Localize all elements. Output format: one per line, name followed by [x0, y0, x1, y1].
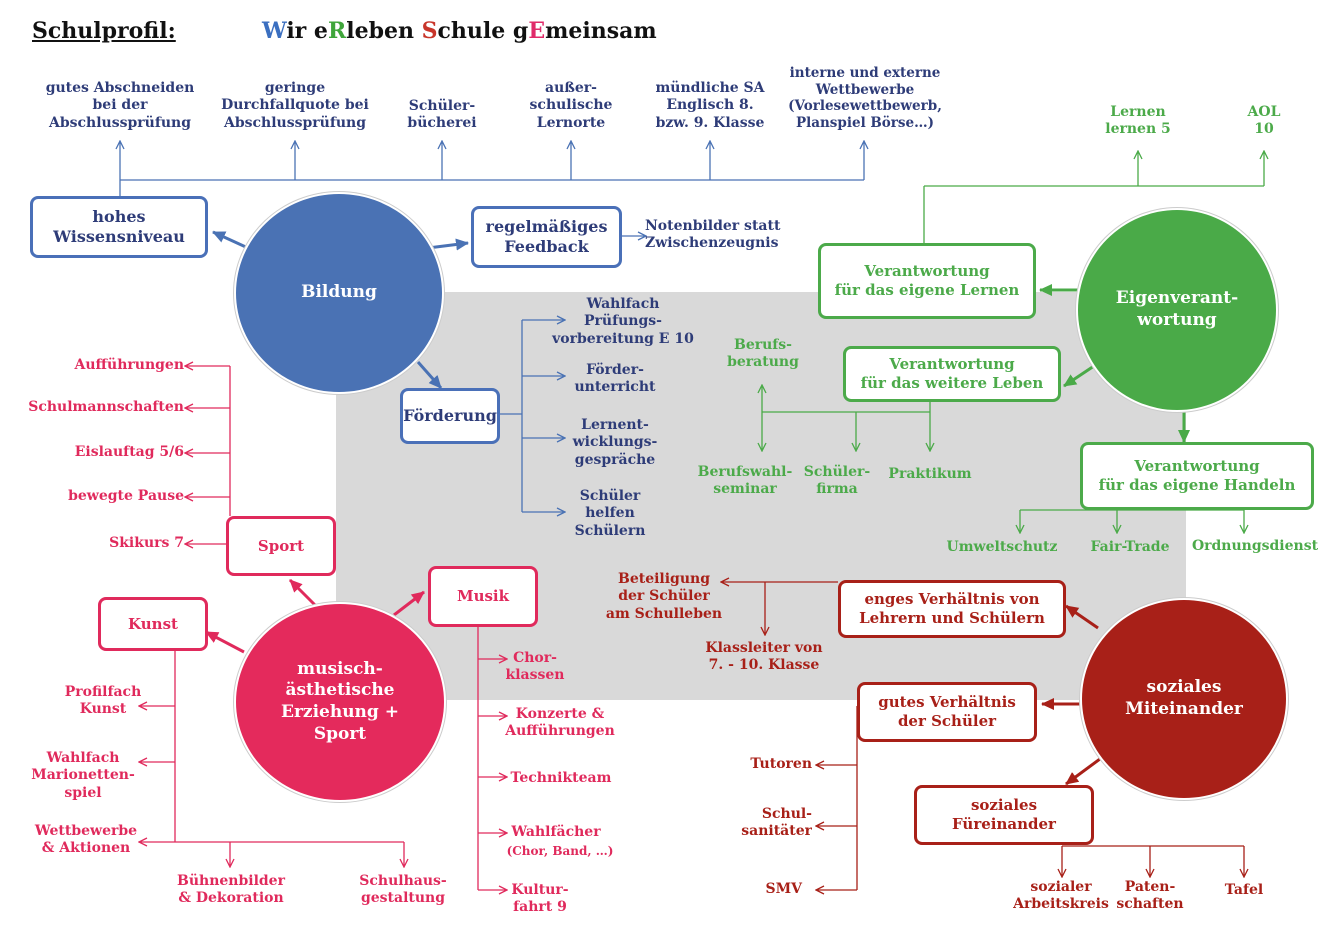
page-title: Schulprofil:	[32, 18, 176, 44]
musik-item-note: (Chor, Band, …)	[506, 844, 614, 858]
verantwortung-handeln-box: Verantwortung für das eigene Handeln	[1080, 442, 1314, 510]
musik-item: Technikteam	[510, 770, 612, 786]
slogan-segment: leben	[346, 18, 422, 44]
musik-item: Chor- klassen	[505, 650, 565, 684]
lernen-item: Lernen lernen 5	[1105, 104, 1171, 138]
slogan-segment: meinsam	[545, 18, 657, 44]
slogan-segment: ir e	[286, 18, 328, 44]
slogan-segment: chule g	[437, 18, 529, 44]
schueler-item: Tutoren	[750, 756, 812, 772]
foerderung-item: Schüler helfen Schülern	[574, 488, 646, 539]
sport-box: Sport	[226, 516, 336, 576]
musik-item: Konzerte & Aufführungen	[505, 706, 615, 740]
sport-item: Schulmannschaften	[28, 399, 184, 415]
fuereinander-item: sozialer Arbeitskreis	[1013, 879, 1109, 913]
kunst-item: Wettbewerbe & Aktionen	[34, 823, 138, 857]
handeln-item: Umweltschutz	[946, 539, 1058, 555]
foerderung-item: Wahlfach Prüfungs- vorbereitung E 10	[552, 296, 694, 347]
sport-item: Eislauftag 5/6	[74, 444, 184, 460]
lernen-item: AOL 10	[1247, 104, 1281, 138]
berufsberatung-label: Berufs- beratung	[727, 337, 799, 371]
slogan-segment: E	[528, 18, 546, 44]
bildung-circle: Bildung	[234, 192, 444, 394]
bildung-top-item: gutes Abschneiden bei der Abschlussprüfu…	[45, 80, 195, 131]
kunst-item: Wahlfach Marionetten- spiel	[31, 750, 135, 801]
slogan-segment: S	[421, 18, 438, 44]
handeln-item: Fair-Trade	[1090, 539, 1170, 555]
schueler-item: SMV	[765, 881, 802, 897]
sport-item: Skikurs 7	[109, 535, 184, 551]
musisch-circle: musisch- ästhetische Erziehung + Sport	[234, 602, 446, 802]
leben-item: Berufswahl- seminar	[697, 464, 793, 498]
wissensniveau-box: hohes Wissensniveau	[30, 196, 208, 258]
sport-item: Aufführungen	[74, 357, 185, 373]
foerderung-box: Förderung	[400, 388, 500, 444]
slogan-segment: W	[262, 18, 287, 44]
schueler-item: Schul- sanitäter	[741, 806, 812, 840]
slogan-segment: R	[327, 18, 347, 44]
fuereinander-item: Paten- schaften	[1116, 879, 1184, 913]
foerderung-item: Förder- unterricht	[574, 362, 656, 396]
school-slogan: Wir eRleben Schule gEmeinsam	[262, 18, 657, 44]
kunst-bottom-item: Bühnenbilder & Dekoration	[177, 873, 285, 907]
kunst-item: Profilfach Kunst	[64, 684, 142, 718]
leben-item: Schüler- firma	[803, 464, 871, 498]
musik-box: Musik	[428, 566, 538, 627]
bildung-top-item: außer- schulische Lernorte	[529, 80, 613, 131]
kunst-bottom-item: Schulhaus- gestaltung	[359, 873, 447, 907]
bildung-top-item: Schüler- bücherei	[407, 98, 477, 132]
musik-item: Wahlfächer	[511, 824, 601, 840]
leben-item: Praktikum	[888, 466, 972, 482]
feedback-note: Notenbilder statt Zwischenzeugnis	[645, 218, 781, 252]
kunst-box: Kunst	[98, 597, 208, 651]
fuereinander-item: Tafel	[1224, 882, 1264, 898]
bildung-top-item: geringe Durchfallquote bei Abschlussprüf…	[221, 80, 369, 131]
fuereinander-box: soziales Füreinander	[914, 785, 1094, 845]
verhaeltnis-lehrer-box: enges Verhältnis von Lehrern und Schüler…	[838, 580, 1066, 638]
verantwortung-leben-box: Verantwortung für das weitere Leben	[843, 346, 1061, 402]
verhaeltnis-schueler-box: gutes Verhältnis der Schüler	[857, 682, 1037, 742]
feedback-box: regelmäßiges Feedback	[471, 206, 622, 268]
klassleiter-label: Klassleiter von 7. - 10. Klasse	[705, 640, 823, 674]
sozial-circle: soziales Miteinander	[1080, 598, 1288, 800]
verantwortung-lernen-box: Verantwortung für das eigene Lernen	[818, 243, 1036, 319]
beteiligung-label: Beteiligung der Schüler am Schulleben	[605, 571, 723, 622]
bildung-top-item: interne und externe Wettbewerbe (Vorlese…	[788, 65, 942, 132]
musik-item: Kultur- fahrt 9	[511, 882, 569, 916]
foerderung-item: Lernent- wicklungs- gespräche	[572, 417, 658, 468]
bildung-top-item: mündliche SA Englisch 8. bzw. 9. Klasse	[655, 80, 765, 131]
eigenverantwortung-circle: Eigenverant- wortung	[1076, 208, 1278, 412]
sport-item: bewegte Pause	[68, 488, 184, 504]
handeln-item: Ordnungsdienst	[1191, 538, 1319, 554]
